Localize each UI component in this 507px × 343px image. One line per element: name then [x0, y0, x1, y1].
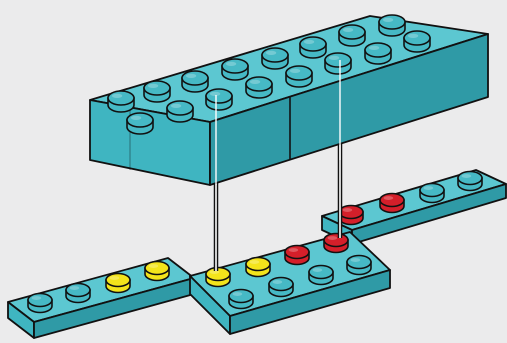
stud-icon	[285, 65, 313, 88]
stud-icon	[245, 76, 273, 99]
stud-icon	[205, 266, 231, 288]
stud-icon	[166, 100, 194, 123]
stud-icon	[126, 112, 154, 135]
stud-icon	[144, 260, 170, 282]
stud-icon	[228, 288, 254, 310]
stud-icon	[107, 90, 135, 113]
stud-icon	[245, 256, 271, 278]
stud-icon	[299, 36, 327, 59]
stud-icon	[143, 80, 171, 103]
upper-brick	[89, 14, 489, 186]
stud-icon	[379, 192, 405, 214]
stud-icon	[338, 24, 366, 47]
plate-center-front	[229, 269, 391, 335]
stud-icon	[324, 52, 352, 75]
stud-icon	[105, 272, 131, 294]
stud-icon	[27, 292, 53, 314]
stud-icon	[364, 42, 392, 65]
stud-icon	[221, 58, 249, 81]
stud-icon	[338, 204, 364, 226]
stud-icon	[284, 244, 310, 266]
brick-front-face	[209, 33, 489, 186]
stud-icon	[457, 170, 483, 192]
stud-icon	[308, 264, 334, 286]
stud-icon	[378, 14, 406, 37]
stud-icon	[65, 282, 91, 304]
stud-icon	[181, 70, 209, 93]
stud-icon	[261, 47, 289, 70]
stud-icon	[419, 182, 445, 204]
stud-icon	[346, 254, 372, 276]
stud-icon	[268, 276, 294, 298]
stud-icon	[205, 88, 233, 111]
stud-icon	[403, 30, 431, 53]
stud-icon	[323, 232, 349, 254]
